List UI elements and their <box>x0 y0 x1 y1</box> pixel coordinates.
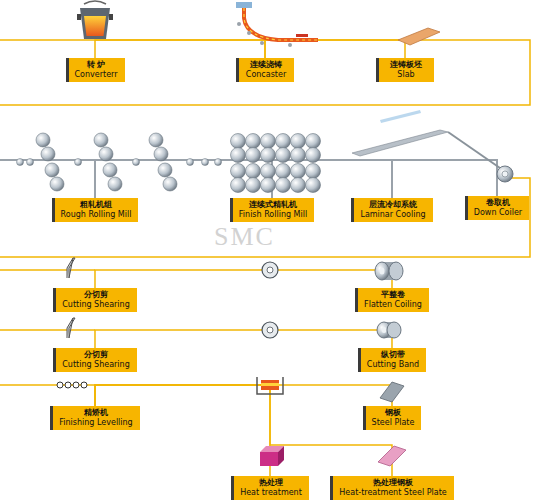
cut-band-icon <box>377 322 401 338</box>
label-box: 热处理钢板Heat-treatment Steel Plate <box>330 476 453 500</box>
chinese-label: 连续式精轧机 <box>239 200 307 210</box>
label-box: 热处理Heat treatment <box>231 476 309 500</box>
flow-connector <box>272 160 392 198</box>
chinese-label: 热处理 <box>240 478 302 488</box>
chinese-label: 层流冷却系统 <box>360 200 425 210</box>
label-box: 层流冷却系统Laminar Cooling <box>351 198 432 222</box>
flow-connector <box>95 385 270 476</box>
english-label: Slab <box>385 70 427 80</box>
flow-connector <box>95 385 392 476</box>
english-label: Cutting Shearing <box>62 300 129 310</box>
label-box: 精矫机Finishing Levelling <box>50 406 139 430</box>
shear-icon <box>67 258 75 278</box>
converter-icon <box>77 1 113 39</box>
leveller-icon <box>57 382 87 388</box>
flow-line <box>0 40 530 105</box>
water-spray <box>380 110 421 123</box>
label-box: 连铸板坯Slab <box>376 58 434 82</box>
shear-icon <box>67 318 75 338</box>
label-box: 转 炉Converterr <box>66 58 125 82</box>
english-label: Finishing Levelling <box>59 418 132 428</box>
label-box: 钢板Steel Plate <box>363 406 422 430</box>
flow-connector <box>95 385 392 406</box>
heat-treatment-icon <box>260 446 284 466</box>
concaster-icon <box>236 2 318 47</box>
english-label: Heat-treatment Steel Plate <box>339 488 446 498</box>
chinese-label: 纵切带 <box>367 350 419 360</box>
chinese-label: 热处理钢板 <box>339 478 446 488</box>
english-label: Laminar Cooling <box>360 210 425 220</box>
english-label: Cutting Shearing <box>62 360 129 370</box>
chinese-label: 连续浇铸 <box>245 60 287 70</box>
english-label: Steel Plate <box>372 418 415 428</box>
chinese-label: 平整卷 <box>364 290 422 300</box>
flow-connector <box>95 40 265 58</box>
plate-icon <box>380 382 404 402</box>
flow-connector <box>95 270 392 288</box>
chinese-label: 粗轧机组 <box>61 200 132 210</box>
english-label: Finish Rolling Mill <box>239 210 307 220</box>
label-box: 连续浇铸Concaster <box>236 58 294 82</box>
slab-icon <box>398 28 440 45</box>
flow-connector <box>95 160 272 198</box>
english-label: Heat treatment <box>240 488 302 498</box>
flow-connector <box>265 40 405 58</box>
chinese-label: 分切剪 <box>62 290 129 300</box>
chinese-label: 钢板 <box>372 408 415 418</box>
rough-mill-icon <box>17 133 222 191</box>
english-label: Flatten Coiling <box>364 300 422 310</box>
label-box: 粗轧机组Rough Rolling Mill <box>52 198 139 222</box>
chinese-label: 精矫机 <box>59 408 132 418</box>
label-box: 分切剪Cutting Shearing <box>53 288 136 312</box>
watermark: SMC <box>214 224 275 250</box>
english-label: Concaster <box>245 70 287 80</box>
chinese-label: 卷取机 <box>474 198 522 208</box>
english-label: Cutting Band <box>367 360 419 370</box>
flow-connector <box>392 160 497 198</box>
label-box: 纵切带Cutting Band <box>358 348 426 372</box>
chinese-label: 连铸板坯 <box>385 60 427 70</box>
label-box: 卷取机Down Coiler <box>465 196 529 220</box>
chinese-label: 分切剪 <box>62 350 129 360</box>
english-label: Down Coiler <box>474 208 522 218</box>
english-label: Converterr <box>75 70 118 80</box>
coil-icon <box>262 322 278 338</box>
coil-icon <box>262 262 278 278</box>
flatten-coil-icon <box>375 262 403 280</box>
flow-connector <box>95 330 392 348</box>
label-box: 平整卷Flatten Coiling <box>355 288 429 312</box>
coiler-icon <box>448 132 513 182</box>
treated-plate-icon <box>378 446 406 466</box>
furnace-icon <box>257 377 283 394</box>
finish-mill-icon <box>231 134 321 193</box>
label-box: 连续式精轧机Finish Rolling Mill <box>230 198 314 222</box>
chinese-label: 转 炉 <box>75 60 118 70</box>
label-box: 分切剪Cutting Shearing <box>53 348 136 372</box>
english-label: Rough Rolling Mill <box>61 210 132 220</box>
cooling-strip <box>352 130 448 156</box>
